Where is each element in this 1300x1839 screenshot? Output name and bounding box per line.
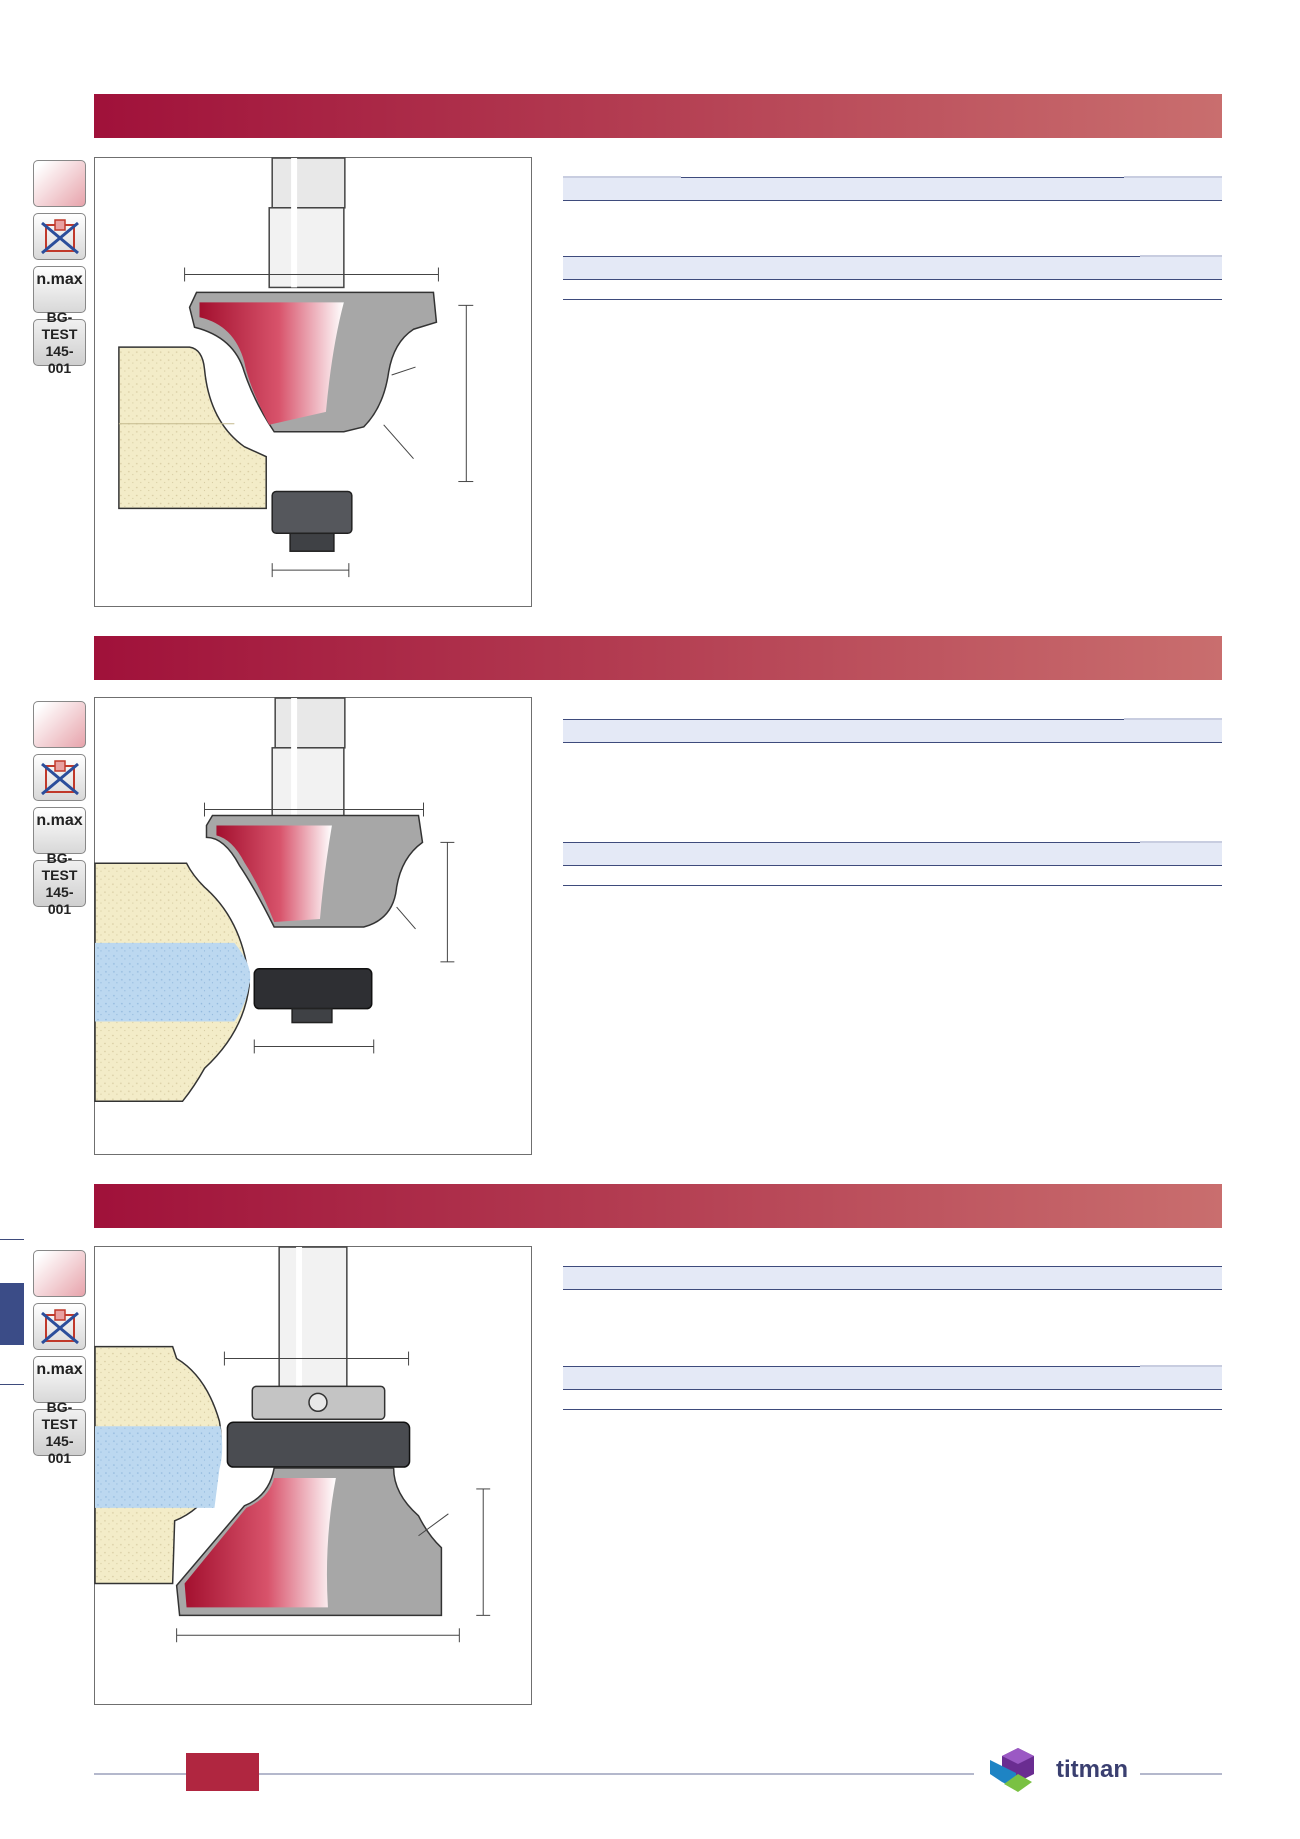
max-speed-icon: n.max [33, 1356, 86, 1403]
section-3-banner [94, 1184, 1222, 1228]
section-3-icons: n.max BG-TEST 145-001 [33, 1250, 88, 1466]
table-header-row [563, 176, 1222, 201]
section-3-spec-table [563, 1266, 1222, 1410]
no-hand-feed-icon [33, 213, 86, 260]
table-header-row [563, 718, 1222, 743]
table-rule [563, 885, 1222, 886]
section-1-spec-table [563, 176, 1222, 300]
table-header-row [563, 841, 1222, 866]
section-1-icons: n.max BG-TEST 145-001 [33, 160, 88, 376]
carbide-icon [33, 1250, 86, 1297]
carbide-icon [33, 160, 86, 207]
carbide-icon [33, 701, 86, 748]
table-header-row [563, 1266, 1222, 1290]
max-speed-icon: n.max [33, 266, 86, 313]
section-2-spec-table [563, 718, 1222, 886]
page-number-box [186, 1753, 259, 1791]
table-rule [563, 1409, 1222, 1410]
bg-test-badge: BG-TEST 145-001 [33, 850, 86, 917]
section-2-icons: n.max BG-TEST 145-001 [33, 701, 88, 917]
table-rule [563, 299, 1222, 300]
bg-test-line1: BG-TEST [41, 308, 78, 342]
logo-cubes-icon [990, 1748, 1034, 1792]
bg-test-line1: BG-TEST [41, 849, 78, 883]
footer-rule-right [1140, 1773, 1222, 1775]
section-2-drawing [94, 697, 532, 1155]
bg-test-line1: BG-TEST [41, 1398, 78, 1432]
side-rule-top [0, 1239, 24, 1240]
bg-test-badge: BG-TEST 145-001 [33, 1399, 86, 1466]
bg-test-line2: 145-001 [45, 1432, 74, 1466]
no-hand-feed-icon [33, 1303, 86, 1350]
side-chapter-tab [0, 1283, 24, 1345]
table-header-row [563, 255, 1222, 280]
section-2-banner [94, 636, 1222, 680]
brand-name: titman [1056, 1756, 1128, 1783]
footer-rule-left [94, 1773, 974, 1775]
section-1-banner [94, 94, 1222, 138]
section-3-drawing [94, 1246, 532, 1705]
side-rule-bottom [0, 1384, 24, 1385]
max-speed-icon: n.max [33, 807, 86, 854]
bg-test-badge: BG-TEST 145-001 [33, 309, 86, 376]
table-header-row [563, 1365, 1222, 1390]
bg-test-line2: 145-001 [45, 342, 74, 376]
no-hand-feed-icon [33, 754, 86, 801]
section-1-drawing [94, 157, 532, 607]
titman-logo: titman [988, 1746, 1128, 1794]
bg-test-line2: 145-001 [45, 883, 74, 917]
